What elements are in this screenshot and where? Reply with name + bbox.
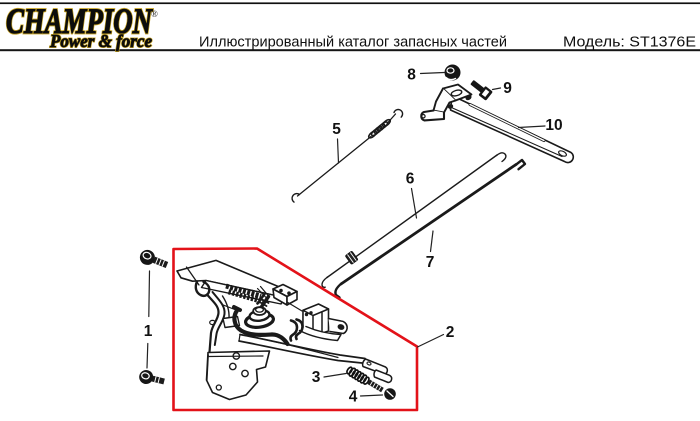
- svg-text:2: 2: [446, 324, 455, 341]
- svg-text:CHAMPION: CHAMPION: [6, 1, 153, 41]
- svg-text:4: 4: [349, 389, 358, 406]
- svg-text:Модель: ST1376E: Модель: ST1376E: [563, 35, 696, 51]
- svg-text:7: 7: [426, 254, 435, 271]
- svg-text:Power & force: Power & force: [49, 31, 152, 51]
- svg-text:1: 1: [144, 323, 153, 340]
- svg-text:3: 3: [312, 369, 321, 386]
- svg-text:6: 6: [406, 171, 415, 188]
- svg-text:®: ®: [151, 9, 158, 19]
- svg-text:5: 5: [332, 121, 341, 138]
- svg-text:8: 8: [407, 67, 416, 84]
- svg-text:Иллюстрированный каталог запас: Иллюстрированный каталог запасных частей: [199, 34, 507, 51]
- svg-text:Power & force: Power & force: [49, 31, 152, 51]
- svg-text:10: 10: [545, 117, 562, 134]
- svg-text:9: 9: [503, 80, 512, 97]
- svg-text:CHAMPION: CHAMPION: [6, 1, 153, 41]
